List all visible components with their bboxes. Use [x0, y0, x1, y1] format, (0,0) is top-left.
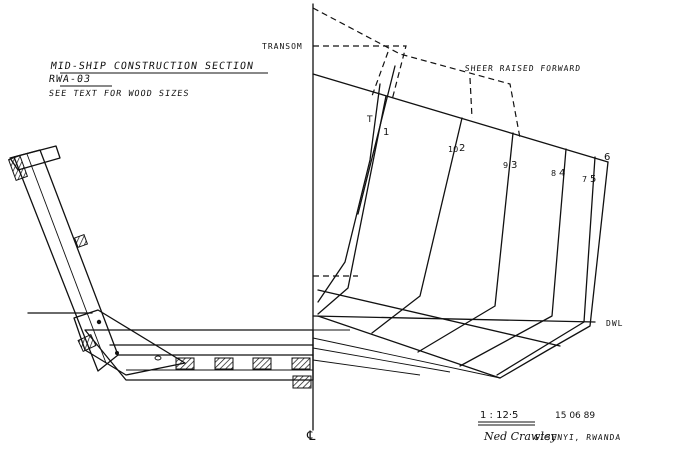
- transom-dashed: [313, 45, 407, 101]
- location-label: GISENYI, RWANDA: [534, 433, 622, 442]
- station-6: [499, 161, 609, 379]
- title-block: MID-SHIP CONSTRUCTION SECTION RWA-03 SEE…: [48, 61, 268, 99]
- bottom-stringer-3: [252, 357, 272, 370]
- station-1: [317, 95, 387, 315]
- midship-section: [7, 145, 314, 389]
- drawing-title: MID-SHIP CONSTRUCTION SECTION: [50, 61, 255, 72]
- drawing-note: SEE TEXT FOR WOOD SIZES: [48, 89, 190, 99]
- station-label-5: 5: [590, 174, 596, 185]
- centerline-symbol: ℄: [306, 429, 316, 444]
- dwl-label: DWL: [606, 319, 623, 328]
- sheer-raised-label: SHEER RAISED FORWARD: [464, 64, 581, 73]
- knee-fastening-2: [115, 351, 119, 355]
- bottom-planking: [84, 329, 314, 381]
- station-2: [371, 117, 463, 334]
- station-label-8: 8: [551, 169, 556, 178]
- station-5: [496, 156, 596, 376]
- bottom-stringer-4: [291, 357, 311, 370]
- transom-line: [317, 83, 381, 303]
- station-label-2: 2: [459, 143, 465, 154]
- bottom-stringer-2: [214, 357, 234, 370]
- station-dashed-1: [371, 51, 389, 97]
- raised-sheer-line: [312, 7, 521, 139]
- body-plan: T 1 10 2 9 3 8 4 7 5 6 TRANSOM SHEER RAI…: [262, 7, 610, 379]
- station-label-t: T: [366, 115, 373, 125]
- transom-label: TRANSOM: [262, 42, 303, 51]
- sheer-line: [312, 73, 609, 163]
- footer: 1 : 12·5 15 06 89 Ned Crawley GISENYI, R…: [478, 410, 622, 443]
- station-label-6: 6: [604, 152, 610, 163]
- knee-fastening-1: [96, 319, 102, 325]
- scale-label: 1 : 12·5: [480, 410, 518, 421]
- knee-fastening-3: [154, 355, 162, 361]
- chine-line: [317, 289, 561, 347]
- date-label: 15 06 89: [555, 411, 595, 421]
- chine-block: [73, 233, 89, 249]
- gunwale-block: [7, 154, 29, 182]
- station-4: [459, 148, 567, 367]
- station-label-7: 7: [582, 175, 587, 184]
- station-label-10: 10: [448, 145, 458, 154]
- design-waterline: DWL: [27, 312, 623, 328]
- keel: [292, 375, 312, 389]
- author-signature: Ned Crawley: [483, 430, 557, 443]
- station-3: [417, 132, 514, 353]
- station-label-3: 3: [511, 160, 517, 171]
- station-label-9: 9: [503, 161, 508, 170]
- station-label-4: 4: [559, 168, 565, 179]
- station-dashed-2: [469, 77, 473, 119]
- station-label-1: 1: [383, 127, 389, 138]
- chine-log: [77, 333, 97, 353]
- bottom-stringer-1: [175, 357, 195, 370]
- side-frame: [13, 149, 119, 372]
- drawing-number: RWA-03: [48, 74, 92, 85]
- bottom-line: [317, 315, 501, 379]
